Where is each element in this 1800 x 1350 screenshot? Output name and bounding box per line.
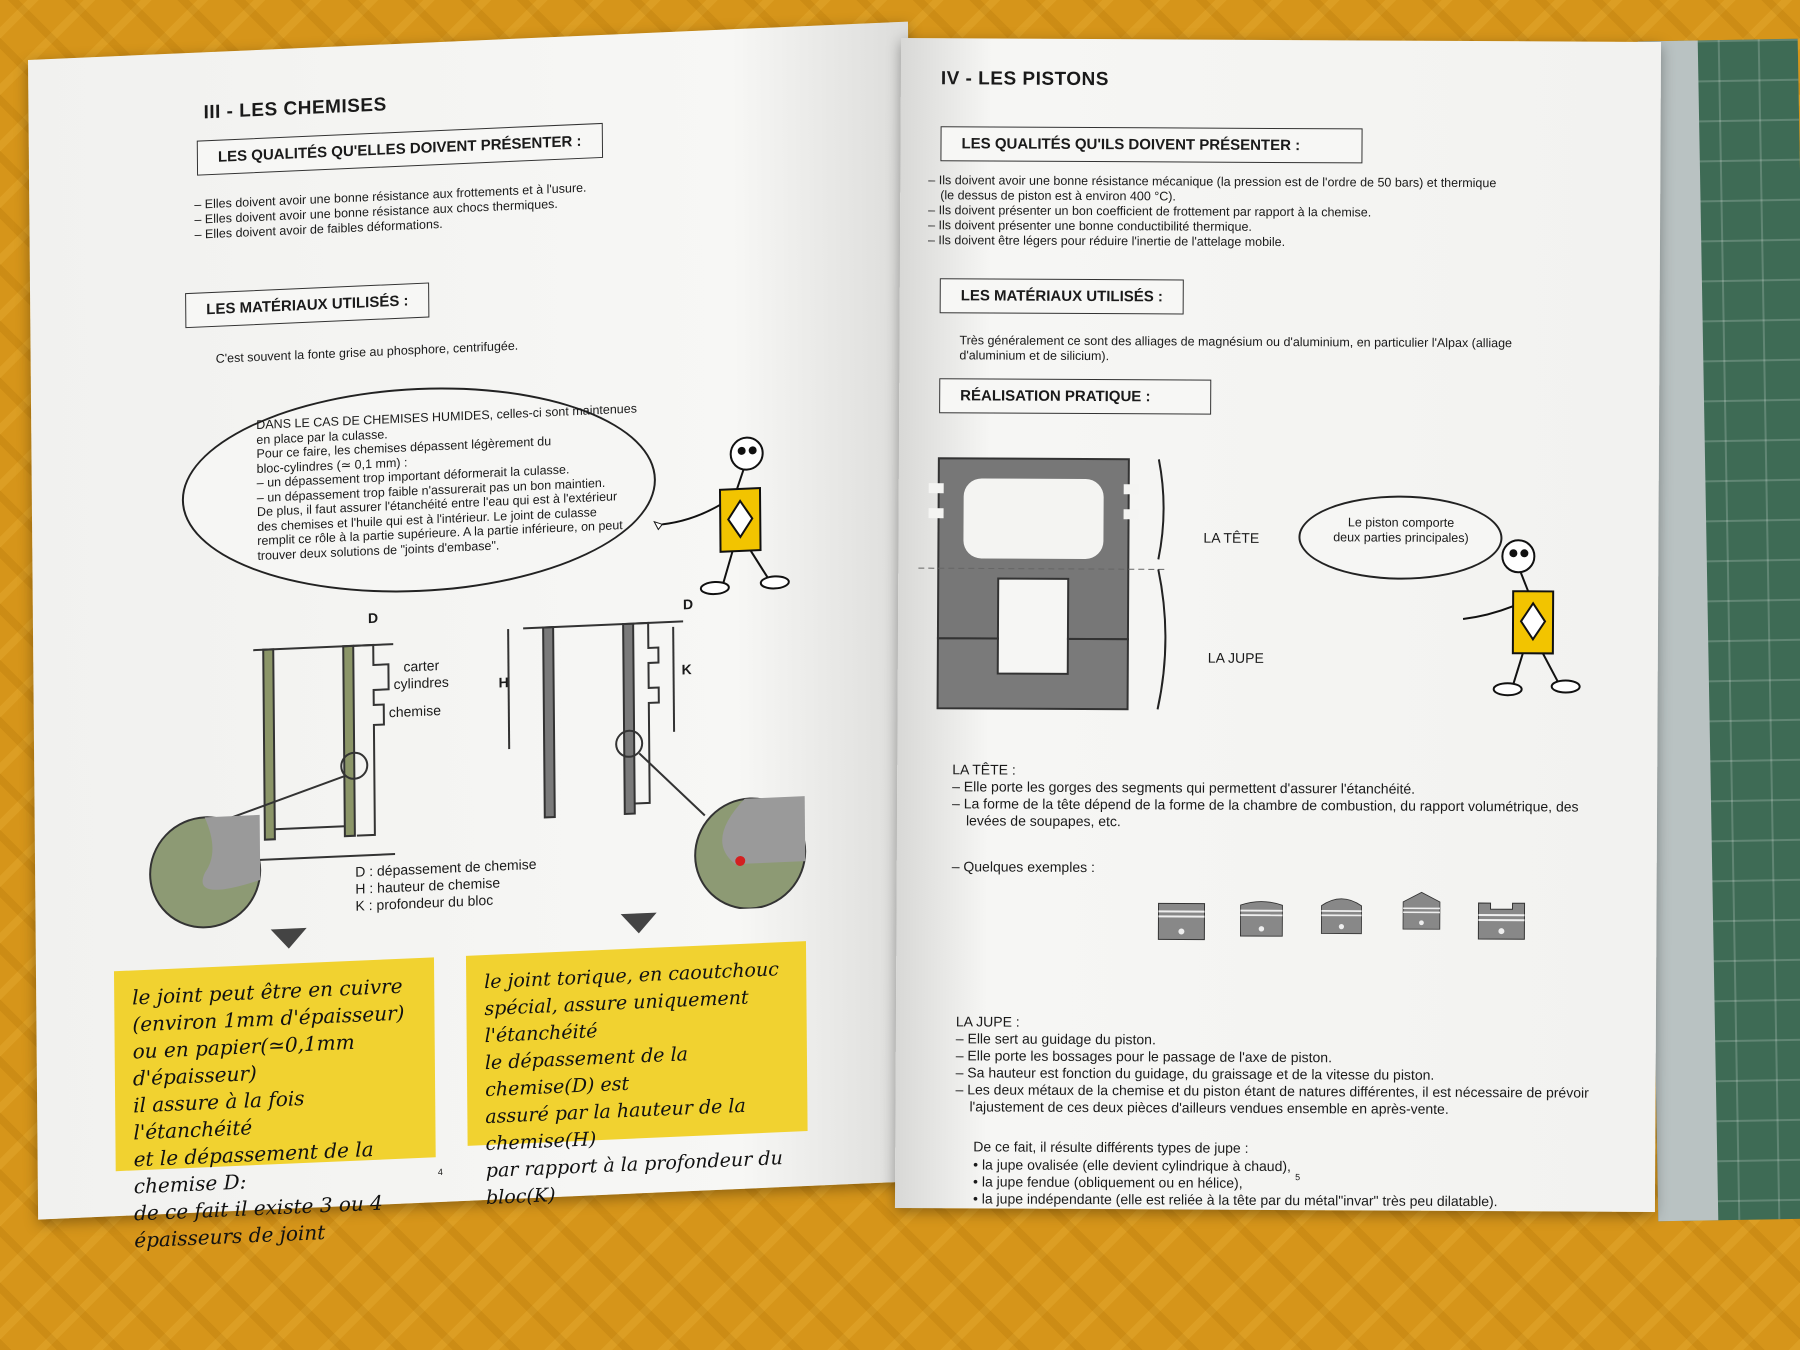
- label-d1: D: [367, 609, 379, 627]
- piston-cross-section: [918, 457, 1169, 711]
- piston-example-pointed-icon: [1402, 891, 1441, 930]
- renault-mascot-left: [653, 436, 790, 596]
- right-page-title: IV - LES PISTONS: [940, 68, 1110, 91]
- label-k: K: [681, 661, 692, 678]
- left-qualities-list: – Elles doivent avoir une bonne résistan…: [194, 180, 587, 242]
- realisation-heading: RÉALISATION PRATIQUE :: [939, 378, 1212, 415]
- right-materials-text: Très généralement ce sont des alliages d…: [959, 333, 1513, 364]
- right-page: IV - LES PISTONS LES QUALITÉS QU'ILS DOI…: [894, 38, 1662, 1212]
- right-qualities-list: – Ils doivent avoir une bonne résistance…: [927, 173, 1497, 250]
- jupe-title: LA JUPE :: [955, 1013, 1020, 1030]
- label-tete: LA TÊTE: [1203, 529, 1260, 546]
- label-carter: carter: [403, 657, 440, 675]
- piston-example-flat-icon: [1157, 902, 1206, 941]
- label-cylindres: cylindres: [393, 673, 449, 693]
- diagram-legend: D : dépassement de chemise H : hauteur d…: [355, 855, 537, 914]
- piston-example-dome-icon: [1320, 898, 1362, 935]
- left-page: III - LES CHEMISES LES QUALITÉS QU'ELLES…: [28, 21, 919, 1252]
- right-materials-heading: LES MATÉRIAUX UTILISÉS :: [939, 278, 1185, 315]
- label-h: H: [498, 674, 509, 691]
- renault-mascot-right: [1462, 539, 1581, 697]
- tete-description: – Elle porte les gorges des segments qui…: [952, 778, 1579, 830]
- jupe-types-intro: De ce fait, il résulte différents types …: [973, 1138, 1249, 1156]
- bubble-text-left: DANS LE CAS DE CHEMISES HUMIDES, celles-…: [256, 401, 637, 563]
- label-jupe: LA JUPE: [1207, 649, 1264, 666]
- open-booklet: III - LES CHEMISES LES QUALITÉS QU'ELLES…: [28, 21, 1662, 1252]
- left-page-title: III - LES CHEMISES: [203, 94, 387, 124]
- label-d2: D: [682, 595, 694, 613]
- green-binder: [1637, 38, 1800, 1222]
- tete-title: LA TÊTE :: [952, 761, 1016, 778]
- left-materials-text: C'est souvent la fonte grise au phosphor…: [215, 338, 519, 366]
- jupe-description: – Elle sert au guidage du piston. – Elle…: [955, 1030, 1589, 1117]
- piston-example-recessed-icon: [1477, 902, 1526, 940]
- left-qualities-heading: LES QUALITÉS QU'ELLES DOIVENT PRÉSENTER …: [196, 122, 603, 176]
- right-qualities-heading: LES QUALITÉS QU'ILS DOIVENT PRÉSENTER :: [940, 126, 1363, 164]
- jupe-types-list: la jupe ovalisée (elle devient cylindriq…: [973, 1156, 1653, 1211]
- handwritten-note-right: le joint torique, en caoutchouc spécial,…: [465, 941, 808, 1209]
- page-number-left: 4: [437, 1166, 443, 1178]
- left-materials-heading: LES MATÉRIAUX UTILISÉS :: [185, 282, 430, 329]
- arrow-down-icon: [270, 927, 307, 950]
- arrow-down-icon: [620, 912, 657, 935]
- page-number-right: 5: [1295, 1172, 1301, 1183]
- liner-diagrams: [149, 620, 807, 929]
- handwritten-note-left: le joint peut être en cuivre (environ 1m…: [113, 957, 436, 1252]
- piston-example-domed-icon: [1240, 901, 1283, 937]
- label-chemise: chemise: [388, 702, 442, 721]
- list-item: la jupe indépendante (elle est reliée à …: [973, 1190, 1653, 1211]
- examples-label: – Quelques exemples :: [951, 858, 1095, 876]
